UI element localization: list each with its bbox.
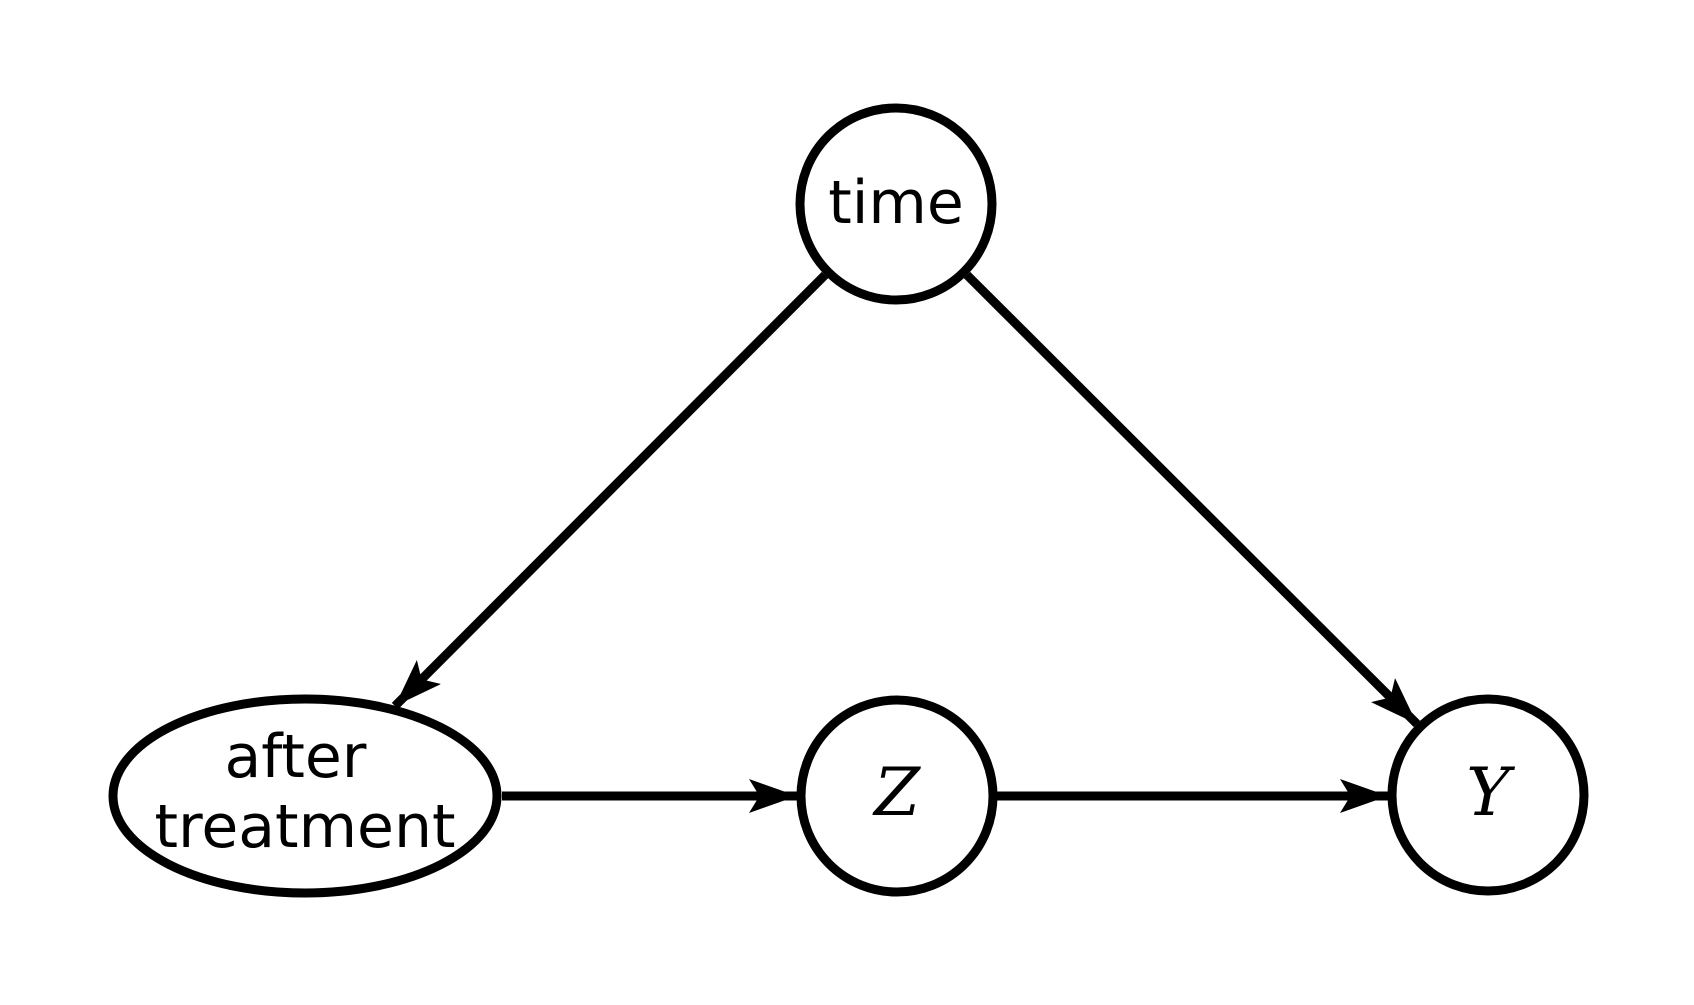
edges	[391, 271, 1421, 813]
y-node-label: Y	[1466, 754, 1515, 831]
after-treatment-node-ellipse	[108, 694, 502, 898]
z-node-label: Z	[872, 754, 921, 831]
z-node-circle	[796, 695, 998, 897]
after-treatment-label-line2: treatment	[155, 792, 456, 862]
node-z: Z	[796, 695, 998, 897]
after-treatment-node-label: after treatment	[155, 722, 456, 862]
node-y: Y	[1387, 694, 1589, 896]
y-node-circle	[1387, 694, 1589, 896]
time-node-label: time	[828, 168, 964, 238]
edge-time-to-after-treatment	[391, 271, 829, 710]
node-after-treatment: after treatment	[108, 694, 502, 898]
node-time: time	[795, 103, 997, 305]
time-node-circle	[795, 103, 997, 305]
after-treatment-label-line1: after	[224, 722, 366, 792]
edge-time-to-y	[963, 271, 1421, 728]
